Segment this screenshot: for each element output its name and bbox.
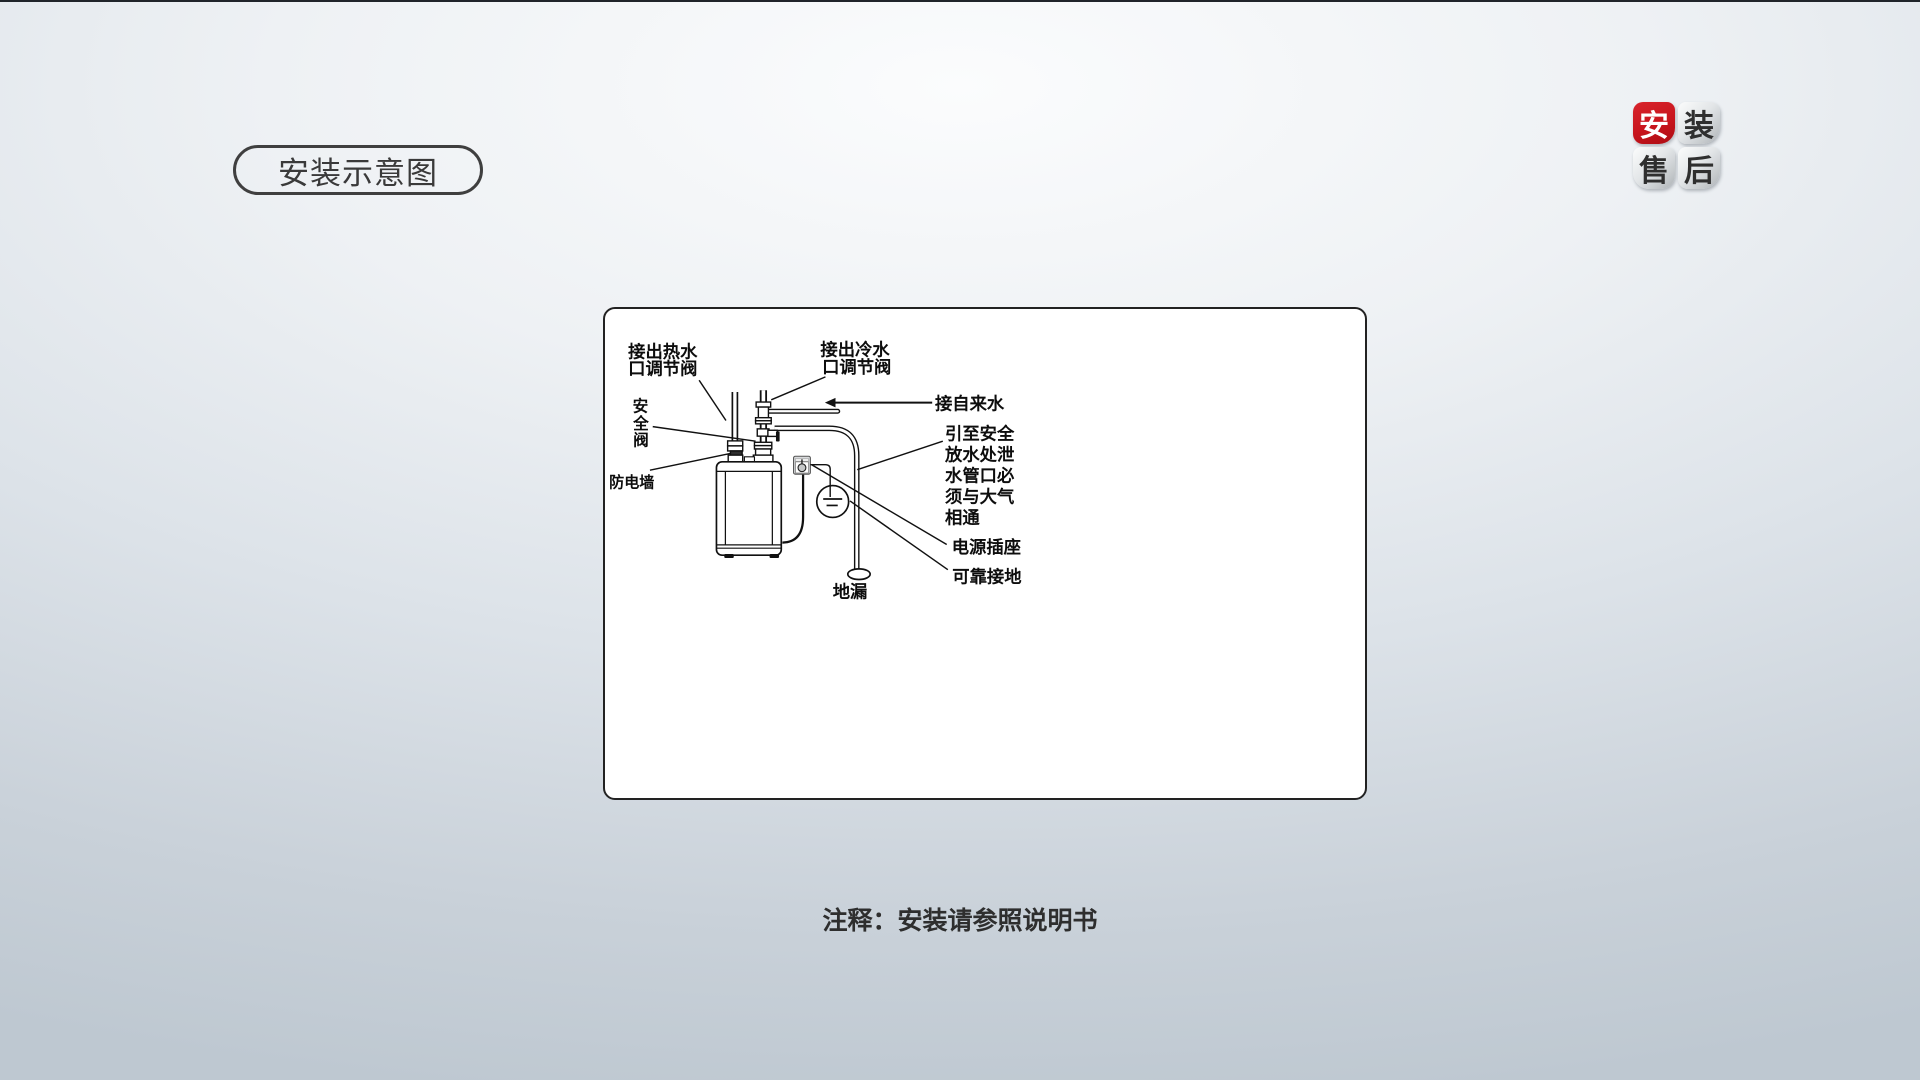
tank-foot-left [724,554,734,558]
leader-drain-note [857,440,944,471]
leader-anti-electric-wall [649,452,731,471]
drain-note-line2: 放水处泄 [944,445,1014,465]
drain-note-line3: 水管口必 [945,465,1015,485]
relief-drain-pipe [774,425,860,573]
cold-pipe-fittings [743,401,780,463]
ground-label: 可靠接地 [952,567,1022,587]
anti-electric-wall-label: 防电墙 [609,474,654,492]
cold-valve-label-line2: 口调节阀 [822,357,891,377]
leader-hot-valve [698,379,727,421]
leader-ground [849,500,949,571]
tank-foot-right [769,554,780,558]
tap-water-label: 接自来水 [935,393,1005,413]
hot-valve-label-line1: 接出热水 [628,341,698,361]
corner-badges: 安 装 售 后 [1633,102,1721,192]
leader-power-socket [811,464,948,546]
power-socket-label: 电源插座 [952,537,1021,557]
arrowhead-left-icon [824,397,836,408]
badge-hou: 后 [1678,147,1720,189]
installation-note: 注释：安装请参照说明书 [822,907,1098,935]
leader-cold-valve [770,376,826,401]
drain-note-line1: 引至安全 [945,423,1015,443]
badge-an: 安 [1633,102,1675,144]
hot-pipe-fittings [726,440,744,463]
floor-drain-label: 地漏 [833,582,868,602]
section-title: 安装示意图 [278,155,438,191]
drain-note-line4: 须与大气 [945,487,1015,507]
section-title-pill: 安装示意图 [233,145,483,195]
safety-valve-label-char3: 阀 [633,431,649,450]
installation-diagram: 接出热水 口调节阀 接出冷水 口调节阀 接自来水 安 全 阀 防电墙 引至安全 … [609,340,1022,602]
badge-zhuang: 装 [1678,102,1720,144]
power-socket [793,455,811,475]
installation-diagram-panel: 接出热水 口调节阀 接出冷水 口调节阀 接自来水 安 全 阀 防电墙 引至安全 … [603,307,1367,800]
leader-safety-valve [652,425,756,442]
ground-symbol [810,463,850,519]
badge-shou: 售 [1633,147,1675,189]
water-heater-tank [715,461,783,558]
hot-valve-label-line2: 口调节阀 [628,359,697,379]
valve-lever [775,431,780,442]
leader-lines [649,376,949,571]
power-cord [782,474,805,544]
plug-icon [797,463,807,473]
safety-valve-label-char2: 全 [632,414,649,433]
tap-water-arrow [824,397,933,408]
safety-valve-label-char1: 安 [633,397,649,416]
drain-note-line5: 相通 [945,507,980,527]
cold-valve-label-line1: 接出冷水 [820,340,890,360]
top-edge-line [0,0,1920,2]
floor-drain [846,568,871,581]
